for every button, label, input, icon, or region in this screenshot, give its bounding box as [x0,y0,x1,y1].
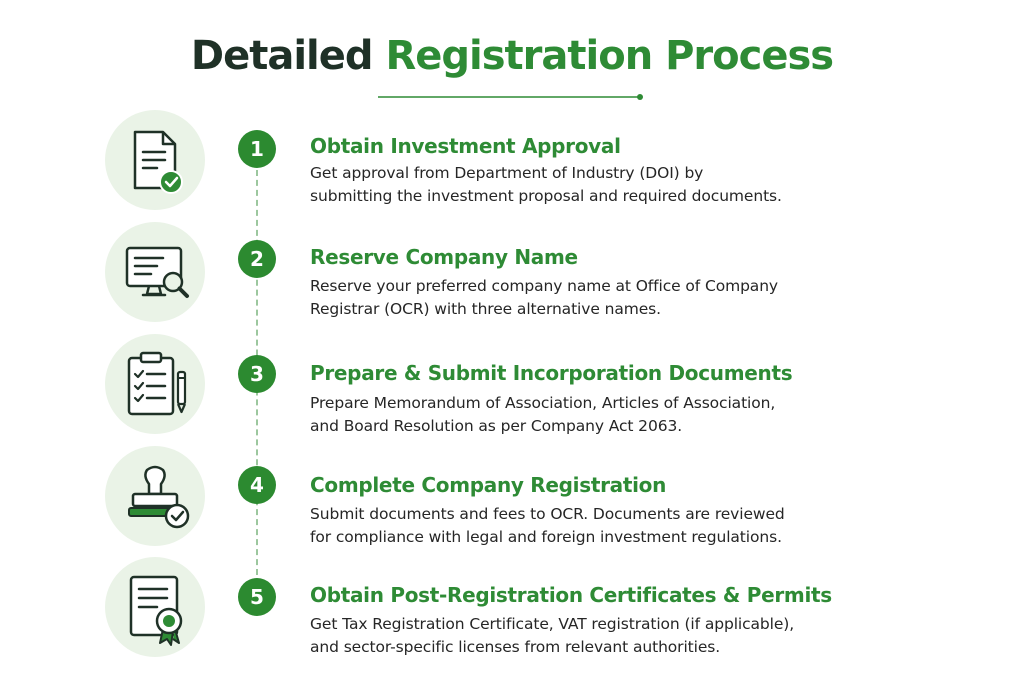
step-description-line: Prepare Memorandum of Association, Artic… [310,394,776,412]
step-number-badge: 5 [238,578,276,616]
step-description-line: Get approval from Department of Industry… [310,164,704,182]
certificate-badge-icon [105,557,205,657]
step-5: 5 Obtain Post-Registration Certificates … [0,555,1024,665]
step-title: Complete Company Registration [310,473,667,497]
step-description-line: and Board Resolution as per Company Act … [310,417,683,435]
clipboard-checklist-icon [105,334,205,434]
step-description: Get Tax Registration Certificate, VAT re… [310,613,870,659]
monitor-search-icon [105,222,205,322]
step-description-line: Get Tax Registration Certificate, VAT re… [310,615,795,633]
step-number-badge: 1 [238,130,276,168]
step-description: Reserve your preferred company name at O… [310,275,870,321]
title-part-dark: Detailed [190,33,374,79]
step-2: 2 Reserve Company Name Reserve your pref… [0,220,1024,330]
document-check-icon [105,110,205,210]
page-title: Detailed Registration Process [0,28,1024,84]
stamp-check-icon [105,446,205,546]
step-number-badge: 3 [238,355,276,393]
step-description: Get approval from Department of Industry… [310,162,870,208]
step-title: Obtain Investment Approval [310,134,621,158]
step-4: 4 Complete Company Registration Submit d… [0,444,1024,554]
title-part-green: Registration Process [385,33,834,79]
step-description-line: Registrar (OCR) with three alternative n… [310,300,661,318]
step-title: Prepare & Submit Incorporation Documents [310,361,793,385]
step-number-badge: 2 [238,240,276,278]
step-number-badge: 4 [238,466,276,504]
step-title: Obtain Post-Registration Certificates & … [310,583,832,607]
step-description-line: Submit documents and fees to OCR. Docume… [310,505,785,523]
step-description-line: submitting the investment proposal and r… [310,187,782,205]
step-description-line: for compliance with legal and foreign in… [310,528,782,546]
step-1: 1 Obtain Investment Approval Get approva… [0,110,1024,220]
step-description-line: Reserve your preferred company name at O… [310,277,779,295]
step-description: Prepare Memorandum of Association, Artic… [310,392,870,438]
title-underline [378,94,643,100]
step-3: 3 Prepare & Submit Incorporation Documen… [0,332,1024,442]
step-description: Submit documents and fees to OCR. Docume… [310,503,870,549]
step-description-line: and sector-specific licenses from releva… [310,638,721,656]
step-title: Reserve Company Name [310,245,578,269]
